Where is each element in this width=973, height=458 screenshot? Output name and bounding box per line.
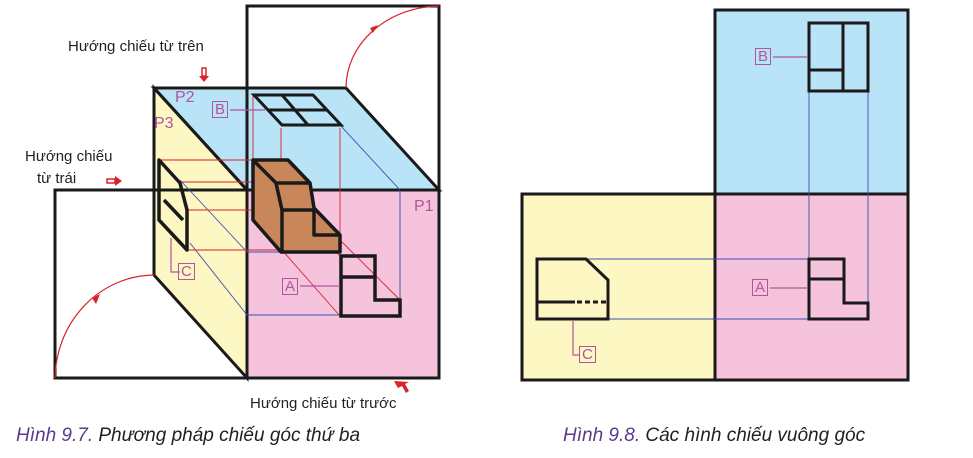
plane-p1-label: P1: [414, 198, 434, 215]
direction-left-label-line2: từ trái: [37, 170, 77, 187]
direction-left-label-line1: Hướng chiếu: [25, 148, 113, 165]
caption-number: Hình 9.8.: [563, 425, 641, 446]
caption-text: Các hình chiếu vuông góc: [640, 425, 866, 446]
view-b-label-left: B: [212, 101, 229, 118]
rotation-arc-left: [54, 274, 155, 379]
top-view-b: [807, 21, 870, 93]
front-view-a: [807, 257, 870, 321]
direction-top-label: Hướng chiếu từ trên: [68, 38, 204, 55]
figure-9-8-caption: Hình 9.8. Các hình chiếu vuông góc: [563, 425, 865, 447]
plane-p3-label: P3: [154, 115, 174, 132]
rotation-arc-top: [345, 5, 440, 89]
view-a-label-right: A: [752, 279, 769, 296]
arrow-from-left-icon: [106, 176, 122, 186]
view-panel-top: [713, 8, 910, 196]
view-b-label-right: B: [755, 48, 772, 65]
top-view-b-3d: [250, 93, 345, 127]
direction-front-label: Hướng chiếu từ trước: [250, 395, 397, 412]
rotation-arrow-top: [370, 25, 378, 33]
arrow-from-top-icon: [199, 67, 209, 82]
caption-number: Hình 9.7.: [16, 425, 94, 446]
view-panel-front: [713, 192, 910, 382]
plane-p2-label: P2: [175, 89, 195, 106]
rotation-arrow-left: [92, 294, 100, 304]
caption-text: Phương pháp chiếu góc thứ ba: [93, 425, 361, 446]
arrow-from-front-icon: [394, 381, 409, 393]
view-c-label-right: C: [579, 346, 596, 363]
front-view-a-3d: [339, 254, 402, 318]
object-3d: [251, 158, 342, 254]
view-a-label-left: A: [282, 278, 299, 295]
side-view-c: [535, 257, 610, 321]
view-panel-side: [520, 192, 717, 382]
view-c-label-left: C: [178, 263, 195, 280]
plane-p3: [154, 88, 247, 378]
side-view-c-3d: [157, 158, 189, 252]
figure-9-7-caption: Hình 9.7. Phương pháp chiếu góc thứ ba: [16, 425, 360, 447]
